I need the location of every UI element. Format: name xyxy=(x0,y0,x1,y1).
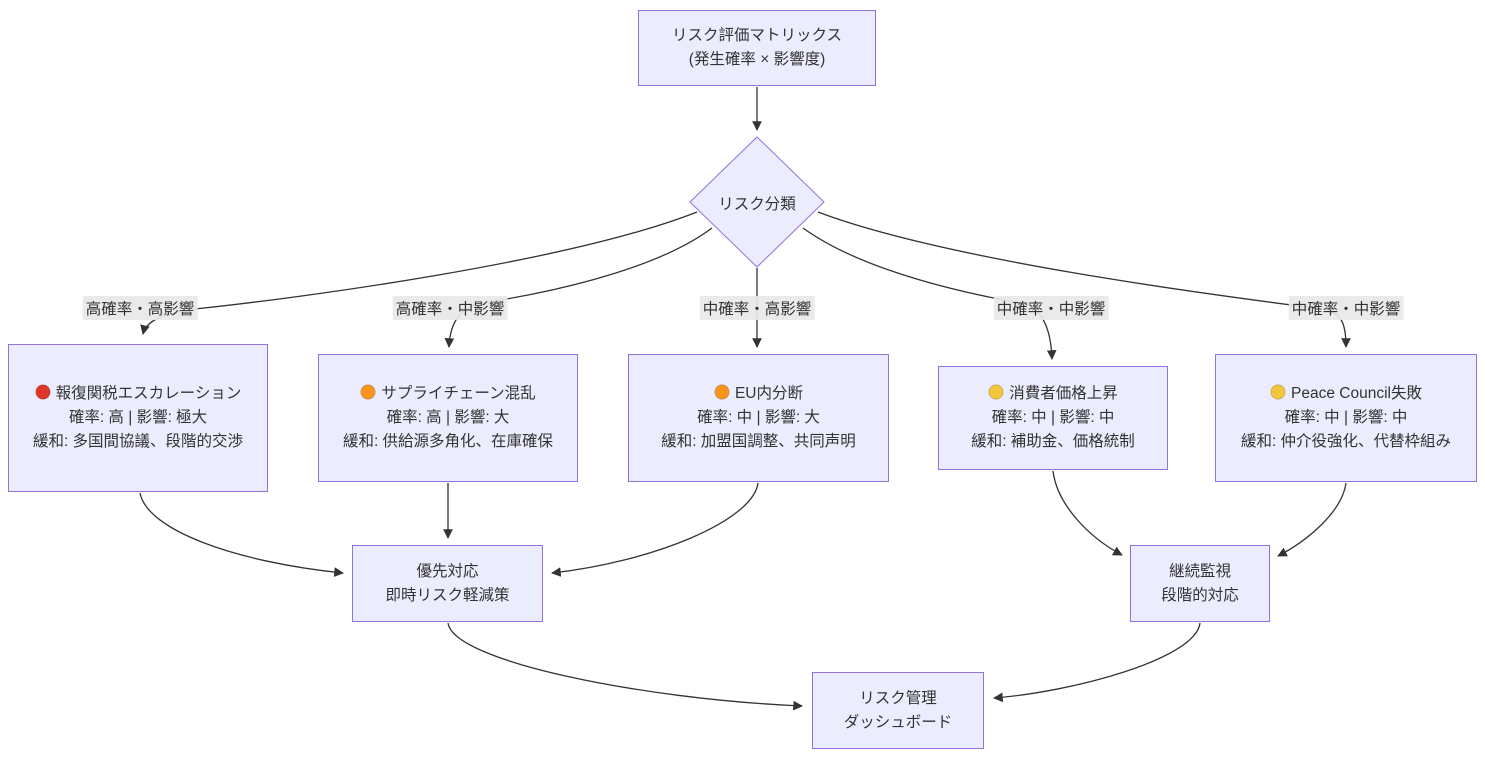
orange-circle-icon xyxy=(714,384,730,400)
edge-label-high-prob-mid-impact: 高確率・中影響 xyxy=(392,296,508,320)
risk3-prob-impact: 確率: 中 | 影響: 大 xyxy=(697,409,820,426)
edge-label-mid-prob-high-impact: 中確率・高影響 xyxy=(699,296,815,320)
priority-line2: 即時リスク軽減策 xyxy=(385,586,510,604)
edge-risk1-to-priority xyxy=(139,492,344,577)
node-risk-management-dashboard: リスク管理 ダッシュボード xyxy=(812,672,984,749)
risk2-title: サプライチェーン混乱 xyxy=(381,385,536,402)
node-risk-consumer-price-rise: 消費者価格上昇 確率: 中 | 影響: 中 緩和: 補助金、価格統制 xyxy=(938,366,1168,470)
risk2-title-line: サプライチェーン混乱 xyxy=(360,382,536,406)
node-continuous-monitoring: 継続監視 段階的対応 xyxy=(1130,545,1270,622)
red-circle-icon xyxy=(35,384,51,400)
edge-decision-to-risk5 xyxy=(817,211,1351,348)
risk1-title: 報復関税エスカレーション xyxy=(55,385,242,402)
node-risk-matrix-line2: (発生確率 × 影響度) xyxy=(688,51,826,68)
risk1-title-line: 報復関税エスカレーション xyxy=(35,382,242,406)
dashboard-line2: ダッシュボード xyxy=(843,713,953,731)
edge-decision-to-risk2 xyxy=(444,227,713,348)
risk3-mitigation: 緩和: 加盟国調整、共同声明 xyxy=(661,433,856,450)
node-risk-peace-council-failure: Peace Council失敗 確率: 中 | 影響: 中 緩和: 仲介役強化、… xyxy=(1215,354,1477,482)
node-risk-matrix: リスク評価マトリックス (発生確率 × 影響度) xyxy=(638,10,876,86)
decision-diamond-shape xyxy=(689,136,825,268)
node-risk-retaliatory-tariff-escalation: 報復関税エスカレーション 確率: 高 | 影響: 極大 緩和: 多国間協議、段階… xyxy=(8,344,268,492)
risk1-mitigation: 緩和: 多国間協議、段階的交渉 xyxy=(32,433,244,450)
node-risk-matrix-line1: リスク評価マトリックス xyxy=(671,27,843,44)
node-risk-supply-chain-disruption: サプライチェーン混乱 確率: 高 | 影響: 大 緩和: 供給源多角化、在庫確保 xyxy=(318,354,578,482)
node-risk-eu-internal-division: EU内分断 確率: 中 | 影響: 大 緩和: 加盟国調整、共同声明 xyxy=(628,354,889,482)
node-priority-response: 優先対応 即時リスク軽減策 xyxy=(352,545,543,622)
risk4-title-line: 消費者価格上昇 xyxy=(988,382,1118,406)
risk5-title: Peace Council失敗 xyxy=(1291,385,1422,402)
edge-decision-to-risk4 xyxy=(802,227,1057,360)
risk3-title: EU内分断 xyxy=(734,385,804,402)
edge-label-high-prob-high-impact: 高確率・高影響 xyxy=(82,296,198,320)
edge-label-mid-prob-mid-impact-1: 中確率・中影響 xyxy=(993,296,1109,320)
risk5-prob-impact: 確率: 中 | 影響: 中 xyxy=(1284,409,1408,426)
node-risk-classification-label: リスク分類 xyxy=(718,196,796,213)
edge-risk3-to-priority xyxy=(551,482,759,577)
edge-risk5-to-monitor xyxy=(1277,482,1347,557)
edge-label-mid-prob-mid-impact-2: 中確率・中影響 xyxy=(1288,296,1404,320)
risk4-mitigation: 緩和: 補助金、価格統制 xyxy=(971,433,1135,450)
risk4-title: 消費者価格上昇 xyxy=(1009,385,1118,402)
risk3-title-line: EU内分断 xyxy=(714,382,803,406)
dashboard-line1: リスク管理 xyxy=(859,689,937,707)
risk5-mitigation: 緩和: 仲介役強化、代替枠組み xyxy=(1240,433,1452,450)
risk2-mitigation: 緩和: 供給源多角化、在庫確保 xyxy=(342,433,554,450)
risk1-prob-impact: 確率: 高 | 影響: 極大 xyxy=(68,409,208,426)
edge-risk4-to-monitor xyxy=(1052,470,1123,556)
risk4-prob-impact: 確率: 中 | 影響: 中 xyxy=(991,409,1115,426)
monitor-line2: 段階的対応 xyxy=(1161,586,1239,604)
monitor-line1: 継続監視 xyxy=(1168,562,1231,580)
edge-priority-to-dashboard xyxy=(447,622,803,711)
risk2-prob-impact: 確率: 高 | 影響: 大 xyxy=(386,409,510,426)
priority-line1: 優先対応 xyxy=(416,562,479,580)
edge-monitor-to-dashboard xyxy=(993,622,1201,703)
yellow-circle-icon xyxy=(1270,384,1286,400)
risk5-title-line: Peace Council失敗 xyxy=(1270,382,1422,406)
yellow-circle-icon xyxy=(988,384,1004,400)
orange-circle-icon xyxy=(360,384,376,400)
